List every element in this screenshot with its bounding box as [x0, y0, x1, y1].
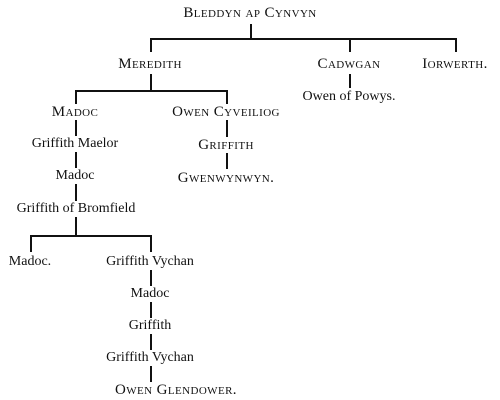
node-gwenwynwyn: Gwenwynwyn.: [177, 170, 275, 186]
connector-line: [250, 24, 252, 38]
node-madoc-son-of-meredith: Madoc: [51, 104, 99, 120]
connector-line: [150, 74, 152, 90]
connector-line: [349, 74, 351, 88]
connector-line: [226, 90, 228, 104]
node-cadwgan: Cadwgan: [317, 56, 381, 72]
node-griffith-of-bromfield: Griffith of Bromfield: [16, 201, 136, 216]
connector-line: [75, 217, 77, 235]
connector-line: [30, 235, 32, 252]
connector-line: [226, 120, 228, 137]
connector-line: [150, 302, 152, 318]
node-madoc-son-of-vychan: Madoc: [130, 286, 170, 301]
node-bleddyn-ap-cynvyn: Bleddyn ap Cynvyn: [183, 5, 317, 21]
connector-line: [75, 184, 77, 201]
node-griffith-maelor: Griffith Maelor: [31, 136, 119, 151]
node-owen-glendower: Owen Glendower.: [115, 382, 237, 398]
connector-line: [30, 235, 151, 237]
node-owen-of-powys: Owen of Powys.: [302, 89, 396, 104]
node-meredith: Meredith: [118, 56, 182, 72]
node-madoc-son-of-bromfield: Madoc.: [8, 254, 52, 269]
node-iorwerth: Iorwerth.: [422, 56, 488, 72]
connector-line: [150, 366, 152, 382]
connector-line: [150, 38, 152, 52]
connector-line: [75, 90, 227, 92]
node-griffith-son-of-madoc: Griffith: [128, 318, 172, 333]
connector-line: [75, 152, 77, 168]
connector-line: [455, 38, 457, 52]
connector-line: [150, 270, 152, 286]
connector-line: [75, 90, 77, 104]
node-griffith-son-of-owen: Griffith: [198, 137, 254, 153]
connector-line: [150, 334, 152, 350]
node-madoc-son-of-griffith-maelor: Madoc: [55, 168, 95, 183]
node-owen-cyveiliog: Owen Cyveiliog: [172, 104, 280, 120]
connector-line: [75, 120, 77, 136]
node-griffith-vychan-second: Griffith Vychan: [106, 350, 194, 365]
connector-line: [150, 38, 456, 40]
node-griffith-vychan: Griffith Vychan: [106, 254, 194, 269]
connector-line: [150, 235, 152, 252]
connector-line: [349, 38, 351, 52]
connector-line: [226, 153, 228, 169]
